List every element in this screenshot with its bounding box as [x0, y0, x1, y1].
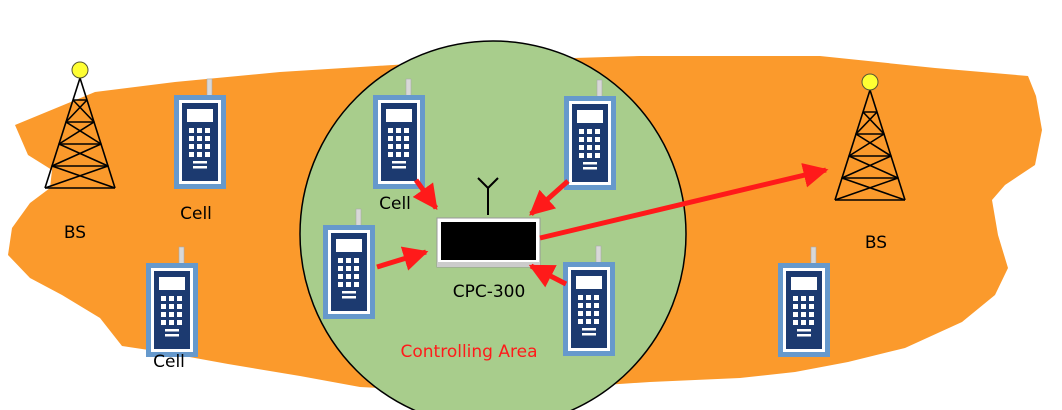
cell-label-center: Cell: [379, 194, 411, 214]
controller-device-icon: [436, 177, 541, 268]
mobile-phone-icon: [173, 78, 227, 190]
arrow-controller-to-bs: [539, 163, 829, 241]
mobile-phone-icon: [322, 208, 376, 320]
controlling-area-label: Controlling Area: [401, 342, 538, 362]
controller-label: CPC-300: [453, 282, 526, 302]
cell-label-bottom-left: Cell: [153, 352, 185, 372]
arrow-cell-to-controller: [412, 178, 439, 211]
bs-label-right: BS: [865, 233, 887, 253]
mobile-phone-icon: [563, 79, 617, 191]
arrow-cell-to-controller: [528, 263, 568, 288]
arrow-cell-to-controller: [529, 179, 570, 216]
signal-arrows: [376, 163, 829, 288]
cell-label-top-left: Cell: [180, 204, 212, 224]
mobile-phone-icon: [145, 246, 199, 358]
mobile-phone-icon: [562, 245, 616, 357]
arrow-cell-to-controller: [376, 246, 429, 271]
mobile-phone-icon: [777, 246, 831, 358]
mobile-phone-icon: [372, 78, 426, 190]
bs-label-left: BS: [64, 223, 86, 243]
